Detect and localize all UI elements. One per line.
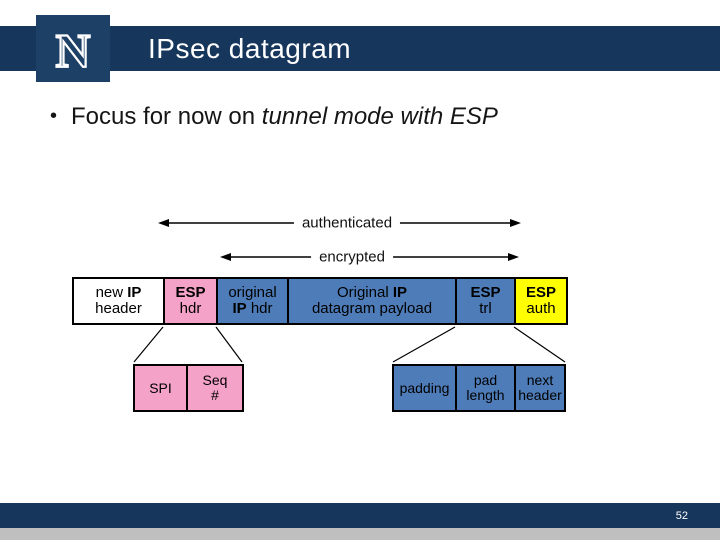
field-text: pad <box>473 372 498 388</box>
field-text-bold: IP <box>392 284 408 301</box>
field-next-header: next header <box>514 364 566 412</box>
field-text: padding <box>399 379 450 396</box>
bullet-text-italic: tunnel mode with ESP <box>261 103 498 130</box>
field-line: Seq <box>203 373 228 388</box>
field-text: trl <box>479 300 492 317</box>
field-text: hdr <box>179 300 202 317</box>
university-logo: N <box>36 15 110 82</box>
field-spi: SPI <box>133 364 188 412</box>
field-text: auth <box>526 300 556 317</box>
field-line: auth <box>526 301 555 317</box>
field-text: SPI <box>149 379 172 396</box>
field-line: ESP <box>470 285 500 301</box>
field-text: # <box>211 387 219 403</box>
field-text: length <box>466 387 505 403</box>
field-text: Seq <box>202 372 228 388</box>
field-text: header <box>95 300 142 317</box>
field-text: Original <box>336 284 393 301</box>
esp-header-detail-row: SPI Seq # <box>133 364 244 412</box>
field-text-bold: ESP <box>175 284 206 301</box>
esp-trailer-detail-row: padding pad length next header <box>392 364 566 412</box>
field-text-bold: ESP <box>525 284 556 301</box>
connector-esp-trl-left <box>392 326 456 363</box>
encrypted-arrowhead-left <box>220 253 231 261</box>
field-text: hdr <box>246 300 273 317</box>
encrypted-label: encrypted <box>311 248 393 266</box>
page-number: 52 <box>675 509 688 522</box>
encrypted-arrowhead-right <box>508 253 519 261</box>
field-esp-trl: ESP trl <box>455 277 516 325</box>
field-line: SPI <box>149 379 172 396</box>
footer-bar: 52 <box>0 503 720 528</box>
footer-gray-strip <box>0 528 720 540</box>
field-padding: padding <box>392 364 457 412</box>
field-line: trl <box>479 301 492 317</box>
field-text: next <box>526 372 554 388</box>
field-line: header <box>95 301 142 317</box>
field-line: ESP <box>526 285 556 301</box>
field-esp-auth: ESP auth <box>514 277 568 325</box>
field-line: length <box>466 388 504 403</box>
field-pad-length: pad length <box>455 364 516 412</box>
logo-letter: N <box>56 25 91 78</box>
bullet-text-regular: Focus for now on <box>71 103 262 130</box>
authenticated-arrowhead-right <box>510 219 521 227</box>
bullet-marker: • <box>50 105 58 127</box>
packet-field-row: new IP header ESP hdr original IP hdr Or… <box>72 277 568 325</box>
field-line: pad <box>474 373 497 388</box>
field-line: padding <box>399 379 450 396</box>
field-text-bold: ESP <box>470 284 501 301</box>
field-new-ip-header: new IP header <box>72 277 165 325</box>
field-line: # <box>211 388 219 403</box>
field-seq-number: Seq # <box>186 364 244 412</box>
page-title: IPsec datagram <box>148 32 352 64</box>
nevada-n-icon: N <box>55 24 92 79</box>
field-line: new IP <box>96 285 142 301</box>
field-line: original <box>228 285 276 301</box>
field-text-bold: IP <box>127 284 142 301</box>
field-text-bold: IP <box>232 300 247 317</box>
connector-esp-hdr-right <box>215 326 243 363</box>
bullet-line: • Focus for now on tunnel mode with ESP <box>50 103 670 131</box>
connector-esp-hdr-left <box>133 326 164 363</box>
field-esp-hdr: ESP hdr <box>163 277 218 325</box>
field-line: ESP <box>175 285 205 301</box>
field-line: hdr <box>180 301 202 317</box>
title-bar <box>0 26 720 71</box>
connector-esp-trl-right <box>513 326 566 363</box>
field-text: new <box>95 284 128 301</box>
field-text: header <box>518 387 562 403</box>
field-line: datagram payload <box>312 301 432 317</box>
field-original-ip-hdr: original IP hdr <box>216 277 289 325</box>
field-original-ip-payload: Original IP datagram payload <box>287 277 457 325</box>
field-line: Original IP <box>337 285 407 301</box>
authenticated-arrowhead-left <box>158 219 169 227</box>
field-text: original <box>228 284 277 301</box>
field-text: datagram payload <box>311 300 433 317</box>
field-line: next <box>527 373 553 388</box>
field-line: IP hdr <box>232 301 272 317</box>
authenticated-label: authenticated <box>293 214 401 232</box>
field-line: header <box>518 388 562 403</box>
